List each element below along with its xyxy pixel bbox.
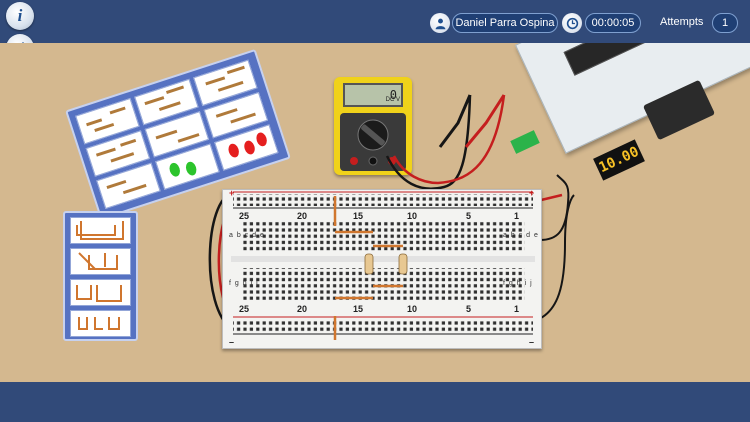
attempts-count: 1 (712, 13, 738, 33)
multimeter[interactable]: 0 DC V (334, 77, 412, 175)
breadboard-holes (231, 191, 535, 340)
timer-display: 00:00:05 (585, 13, 641, 33)
row-letters: a b c d e (503, 232, 539, 239)
tray-parts (86, 65, 267, 195)
multimeter-unit: DC V (385, 97, 400, 103)
column-number: 1 (514, 304, 520, 314)
user-name: Daniel Parra Ospina (452, 13, 558, 33)
user-icon (430, 13, 450, 33)
breadboard[interactable]: 25 20 15 10 5 1 25 20 15 10 5 1 a b c d … (222, 188, 542, 349)
column-number: 20 (297, 304, 308, 314)
workbench-area: 0 DC V 10.00 (0, 43, 750, 382)
row-letters: a b c d e (229, 232, 265, 239)
column-number: 25 (239, 211, 250, 221)
tray-cell[interactable] (70, 310, 131, 337)
rail-minus-label: – (229, 337, 235, 347)
resistor-tray[interactable] (65, 48, 291, 221)
tray-cell[interactable] (70, 248, 131, 275)
column-number: 5 (466, 304, 472, 314)
clock-icon (562, 13, 582, 33)
row-letters: f g h i j (229, 280, 259, 287)
wire-tray[interactable] (63, 211, 138, 341)
multimeter-panel (340, 113, 406, 171)
column-number: 10 (407, 304, 418, 314)
column-number: 20 (297, 211, 308, 221)
info-button[interactable]: i (6, 2, 34, 30)
rail-plus-label: + (529, 188, 535, 198)
column-number: 1 (514, 211, 520, 221)
column-number: 15 (353, 211, 364, 221)
multimeter-display: 0 (343, 83, 403, 107)
rail-minus-label: – (529, 337, 535, 347)
attempts-label: Attempts (660, 16, 704, 28)
column-number: 25 (239, 304, 250, 314)
column-number: 15 (353, 304, 364, 314)
info-icon: i (17, 6, 23, 25)
top-bar: Daniel Parra Ospina 00:00:05 Attempts 1 (0, 0, 750, 43)
jumper-wires (76, 221, 124, 330)
column-number: 10 (407, 211, 418, 221)
row-letters: f g h i j (503, 280, 533, 287)
column-number: 5 (466, 211, 472, 221)
bottom-bar (0, 382, 750, 422)
rail-plus-label: + (229, 188, 235, 198)
